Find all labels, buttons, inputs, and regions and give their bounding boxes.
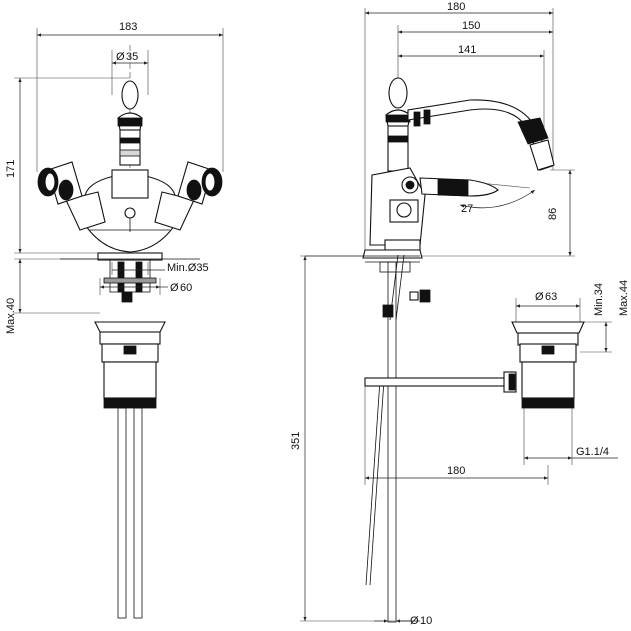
front-left-arm	[37, 161, 106, 231]
front-base	[60, 252, 200, 303]
front-height-dimension: 171	[5, 77, 130, 254]
side-spout	[407, 99, 555, 171]
base-diameter-label: 60	[180, 282, 192, 294]
swivel-angle-label: 27	[461, 203, 473, 215]
front-right-arm	[154, 161, 223, 231]
overall-width-label: 180	[447, 1, 465, 13]
waste-max-label: Max.44	[618, 280, 630, 316]
rod-diameter-dimension: Ø 10	[374, 615, 432, 627]
hole-min-label: Min.Ø35	[167, 262, 209, 274]
front-height-label: 171	[5, 160, 17, 178]
waste-min-label: Min.34	[593, 283, 605, 316]
front-width-dimension: 183	[36, 21, 224, 172]
side-rod	[364, 371, 517, 393]
rod-reach-dimension: 180	[364, 386, 549, 485]
waste-thread-dimension: G1.1/4	[523, 408, 618, 465]
waste-flange-label: 63	[545, 291, 557, 303]
side-body	[362, 167, 499, 259]
max-thickness-label: Max.40	[5, 298, 17, 334]
rod-diameter-symbol: Ø	[410, 615, 419, 627]
side-tube	[365, 261, 397, 623]
rod-diameter-label: 10	[420, 615, 432, 627]
waste-thread-label: G1.1/4	[576, 446, 609, 458]
spout-reach-dimension: 141	[398, 44, 545, 150]
side-view: 180 150 141 86 27	[290, 1, 575, 627]
outlet-reach-dimension: 150	[397, 20, 553, 80]
waste-assembly: Ø 63 Min.34 Max.44 G1.1/4	[511, 280, 630, 465]
hole-min-dimension: Min.Ø35	[111, 262, 209, 275]
overall-width-dimension: 180	[364, 1, 554, 250]
total-height-label: 351	[290, 432, 302, 450]
base-diameter-dimension: Ø 60	[99, 278, 192, 295]
waste-flange-symbol: Ø	[535, 291, 544, 303]
front-width-label: 183	[119, 21, 137, 33]
rod-reach-label: 180	[447, 465, 465, 477]
outlet-reach-label: 150	[462, 20, 480, 32]
side-deck	[305, 254, 431, 321]
handle-diameter-symbol: Ø	[116, 51, 125, 63]
side-head	[385, 77, 411, 172]
front-handle	[117, 80, 143, 166]
waste-flange-dimension: Ø 63	[515, 291, 581, 322]
spout-reach-label: 141	[458, 44, 476, 56]
handle-diameter-dimension: Ø 35	[111, 50, 149, 95]
base-diameter-symbol: Ø	[170, 282, 179, 294]
total-height-dimension: 351	[290, 255, 395, 622]
front-waste	[94, 321, 166, 619]
handle-diameter-label: 35	[126, 51, 138, 63]
front-view: 183 Ø 35 171 Max.40	[5, 21, 224, 619]
outlet-height-label: 86	[547, 208, 559, 220]
front-body	[81, 169, 179, 253]
outlet-height-dimension: 86	[420, 169, 575, 257]
waste-minmax-dimension: Min.34 Max.44	[580, 280, 630, 353]
max-thickness-dimension: Max.40	[5, 258, 100, 334]
